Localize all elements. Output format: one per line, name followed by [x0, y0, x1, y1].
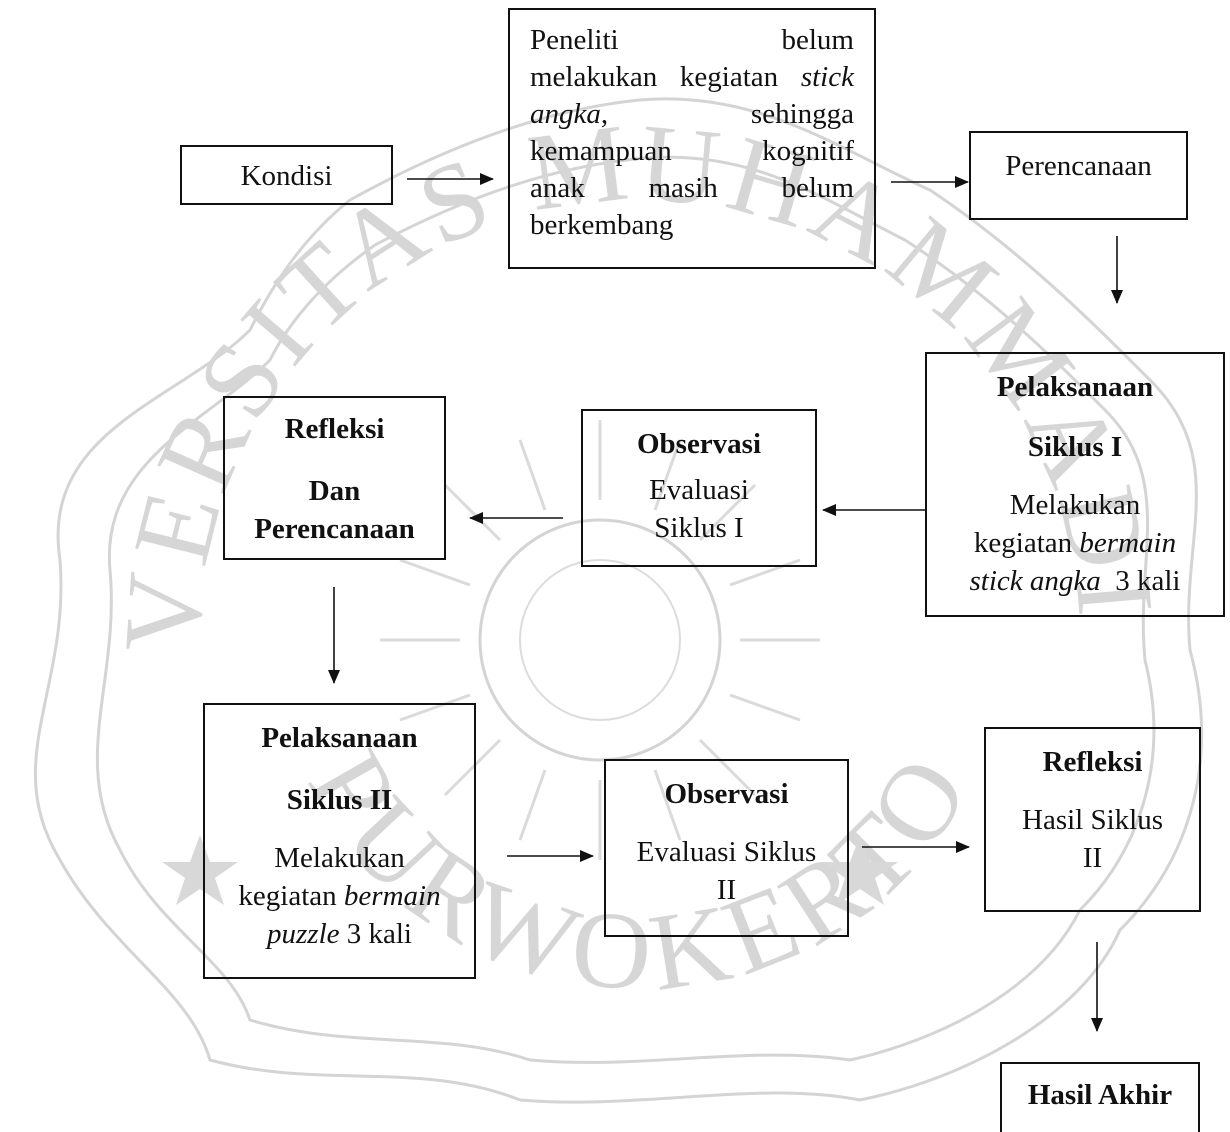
- kondisi-box: Kondisi: [180, 145, 393, 205]
- perencanaan-box: Perencanaan: [969, 131, 1188, 220]
- siklus1-desc-2: kegiatan bermain: [973, 527, 1177, 559]
- refleksi2-desc-2: II: [1082, 842, 1103, 874]
- refleksi1-title-3: Perencanaan: [254, 513, 415, 545]
- siklus2-desc-3: puzzle 3 kali: [267, 918, 412, 950]
- siklus2-desc-1: Melakukan: [274, 842, 405, 874]
- observasi1-desc-1: Evaluasi: [649, 474, 749, 506]
- hasil-akhir-box: Hasil Akhir: [1000, 1062, 1200, 1132]
- refleksi2-desc-1: Hasil Siklus: [1022, 804, 1163, 836]
- refleksi2-box: Refleksi Hasil Siklus II: [984, 727, 1201, 912]
- observasi1-desc-2: Siklus I: [654, 512, 744, 544]
- problem-line-6: berkembang: [530, 209, 674, 241]
- perencanaan-label: Perencanaan: [1005, 150, 1152, 182]
- siklus1-box: Pelaksanaan Siklus I Melakukan kegiatan …: [925, 352, 1225, 617]
- seal-sun-emblem: [380, 420, 820, 860]
- observasi2-title: Observasi: [664, 778, 789, 810]
- refleksi1-title-1: Refleksi: [284, 413, 385, 445]
- observasi1-box: Observasi Evaluasi Siklus I: [581, 409, 817, 567]
- siklus2-box: Pelaksanaan Siklus II Melakukan kegiatan…: [203, 703, 476, 979]
- siklus1-desc-3: stick angka 3 kali: [969, 565, 1181, 597]
- siklus2-desc-2: kegiatan bermain: [238, 880, 441, 912]
- kondisi-label: Kondisi: [240, 160, 333, 192]
- seal-stars: [162, 835, 898, 905]
- siklus2-title-2: Siklus II: [286, 784, 393, 816]
- siklus1-desc-1: Melakukan: [1009, 489, 1141, 521]
- problem-line-4: kemampuan kognitif: [530, 135, 854, 167]
- observasi2-box: Observasi Evaluasi Siklus II: [604, 759, 849, 937]
- refleksi1-title-2: Dan: [308, 475, 361, 507]
- problem-line-2: melakukan kegiatan stick: [530, 61, 854, 93]
- observasi2-desc-2: II: [716, 874, 737, 906]
- hasil-akhir-label: Hasil Akhir: [1027, 1079, 1173, 1111]
- observasi2-desc-1: Evaluasi Siklus: [636, 836, 817, 868]
- seal-outline: [33, 97, 1204, 1104]
- refleksi2-title: Refleksi: [1042, 746, 1143, 778]
- refleksi1-box: Refleksi Dan Perencanaan: [223, 396, 446, 560]
- problem-line-1: Peneliti belum: [530, 24, 854, 56]
- problem-line-5: anak masih belum: [530, 172, 854, 204]
- siklus1-title-1: Pelaksanaan: [996, 371, 1154, 403]
- siklus1-title-2: Siklus I: [1027, 431, 1123, 463]
- siklus2-title-1: Pelaksanaan: [261, 722, 418, 754]
- problem-box: Peneliti belum melakukan kegiatan stick …: [508, 8, 876, 269]
- observasi1-title: Observasi: [636, 428, 762, 460]
- problem-line-3: angka, sehingga: [530, 98, 854, 130]
